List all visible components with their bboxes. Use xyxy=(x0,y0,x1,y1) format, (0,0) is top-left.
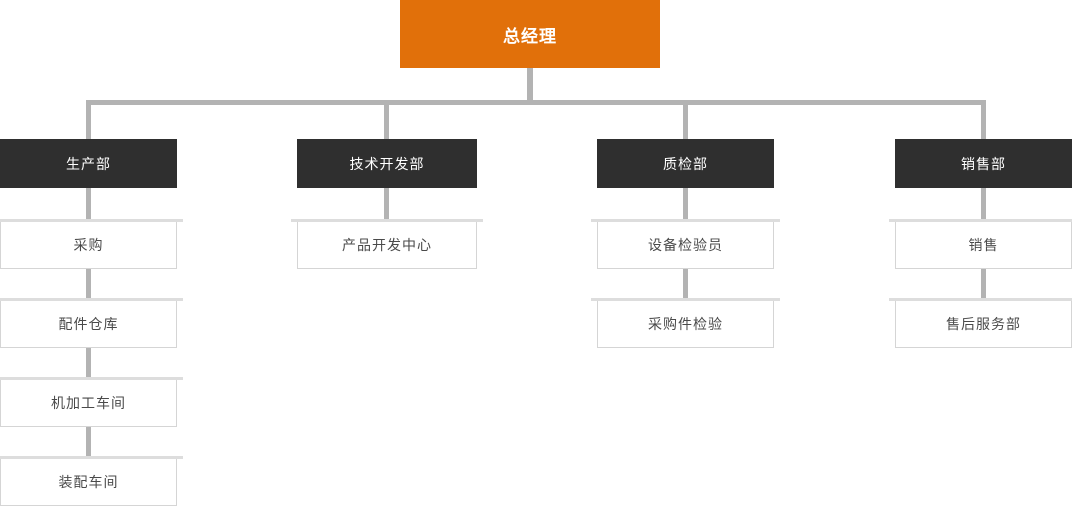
connector-stub xyxy=(384,188,389,221)
leaf-node-product-dev-center[interactable]: 产品开发中心 xyxy=(291,219,483,269)
leaf-node-purchasing[interactable]: 采购 xyxy=(0,219,183,269)
connector-stub xyxy=(86,188,91,221)
dept-node-quality-inspection[interactable]: 质检部 xyxy=(597,139,774,188)
connector-stub xyxy=(86,348,91,379)
connector-drop-quality xyxy=(683,100,688,139)
leaf-node-assembly-workshop[interactable]: 装配车间 xyxy=(0,456,183,506)
leaf-node-after-sales-service[interactable]: 售后服务部 xyxy=(889,298,1072,348)
connector-horizontal-bus xyxy=(86,100,986,105)
connector-drop-sales xyxy=(981,100,986,139)
dept-node-production[interactable]: 生产部 xyxy=(0,139,177,188)
connector-stub xyxy=(86,427,91,458)
dept-node-sales[interactable]: 销售部 xyxy=(895,139,1072,188)
connector-stub xyxy=(981,269,986,300)
root-node-general-manager[interactable]: 总经理 xyxy=(400,0,660,68)
leaf-node-machining-workshop[interactable]: 机加工车间 xyxy=(0,377,183,427)
dept-node-tech-development[interactable]: 技术开发部 xyxy=(297,139,477,188)
leaf-node-equipment-inspector[interactable]: 设备检验员 xyxy=(591,219,780,269)
connector-stub xyxy=(683,269,688,300)
connector-root-trunk xyxy=(527,68,533,102)
leaf-node-purchased-parts-inspection[interactable]: 采购件检验 xyxy=(591,298,780,348)
leaf-node-parts-warehouse[interactable]: 配件仓库 xyxy=(0,298,183,348)
connector-stub xyxy=(86,269,91,300)
connector-drop-tech-dev xyxy=(384,100,389,139)
connector-drop-production xyxy=(86,100,91,139)
connector-stub xyxy=(981,188,986,221)
connector-stub xyxy=(683,188,688,221)
leaf-node-sales[interactable]: 销售 xyxy=(889,219,1072,269)
